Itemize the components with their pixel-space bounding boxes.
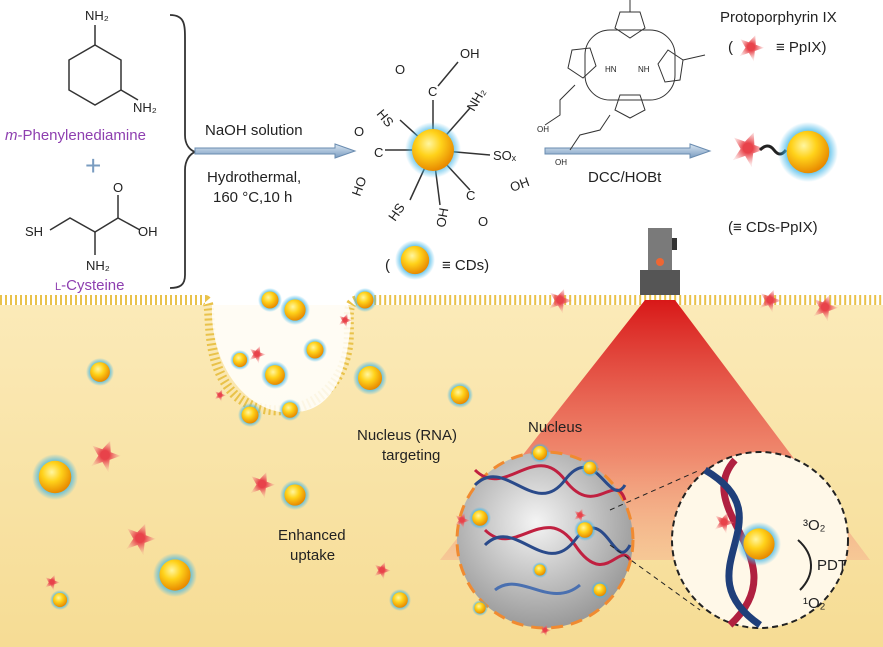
group-label: OH: [433, 207, 451, 229]
group-label: OH: [508, 174, 531, 195]
nh2-label: NH₂: [86, 258, 110, 273]
carbon-dot: [230, 350, 250, 370]
cd-legend-text: ≡ CDs): [442, 257, 489, 274]
conjugate-legend: (≡ CDs-PpIX): [728, 219, 818, 236]
ppix-legend-paren: (: [728, 39, 733, 56]
carbon-dot: [530, 443, 550, 463]
step1-condition: 160 °C,10 h: [213, 189, 292, 206]
carbon-dot: [86, 358, 114, 386]
o-label: O: [113, 180, 123, 195]
pdt-label: PDT: [817, 557, 847, 574]
reaction-arrow-1: [194, 143, 357, 159]
carbon-dot: [238, 403, 262, 427]
ppix-title: Protoporphyrin IX: [720, 9, 837, 26]
reaction-arrow-2: [544, 143, 712, 159]
ppix-structure: [544, 0, 706, 151]
carbon-dot: [412, 129, 454, 171]
carbon-dot: [153, 553, 197, 597]
group-label: OH: [555, 158, 567, 167]
triplet-oxygen-label: ³O₂: [803, 517, 826, 534]
carbon-dot: [353, 288, 377, 312]
group-label: OH: [460, 46, 480, 61]
carbon-dot: [32, 454, 78, 500]
carbon-dot: [353, 361, 387, 395]
carbon-dot: [581, 459, 599, 477]
carbon-dot: [472, 600, 488, 616]
cd-ppix-conjugate-icon: [778, 122, 838, 182]
ppix-legend-icon: [736, 32, 766, 62]
carbon-dot: [279, 399, 301, 421]
group-label: HS: [374, 106, 397, 130]
nucleus-targeting-label: Nucleus (RNA): [357, 427, 457, 444]
carbon-dot: [469, 507, 491, 529]
pdt-arrow: [797, 539, 812, 591]
sh-label: SH: [25, 224, 43, 239]
group-label: O: [354, 124, 364, 139]
group-label: C: [374, 145, 383, 160]
ppix-legend-text: ≡ PpIX): [776, 39, 826, 56]
carbon-dot: [591, 581, 609, 599]
group-label: O: [478, 214, 488, 229]
group-label: C: [466, 188, 475, 203]
group-label: C: [428, 84, 437, 99]
carbon-dot: [280, 480, 310, 510]
enhanced-uptake-label: uptake: [290, 547, 335, 564]
l-cysteine-label: L-Cysteine: [55, 277, 124, 294]
lamp: [640, 228, 680, 295]
oh-label: OH: [138, 224, 158, 239]
group-label: HO: [349, 175, 370, 198]
carbon-dot: [261, 361, 289, 389]
nh2-label: NH₂: [85, 8, 109, 23]
step1-condition: NaOH solution: [205, 122, 303, 139]
carbon-dot: [280, 295, 310, 325]
l-cysteine-structure: [49, 195, 141, 255]
carbon-dot: [50, 590, 70, 610]
endocytic-vesicle: [211, 305, 351, 413]
group-label: HN: [605, 65, 617, 74]
nh2-label: NH₂: [133, 100, 157, 115]
carbon-dot: [532, 562, 548, 578]
cd-legend-icon: [395, 240, 435, 280]
carbon-dot: [574, 519, 596, 541]
brace: [169, 14, 198, 289]
nucleus-label: Nucleus: [528, 419, 582, 436]
carbon-dot: [303, 338, 327, 362]
plus-sign: +: [85, 150, 101, 181]
group-label: OH: [537, 125, 549, 134]
group-label: O: [395, 62, 405, 77]
enhanced-uptake-label: Enhanced: [278, 527, 346, 544]
cd-ppix-on-dna: [737, 522, 781, 566]
group-label: HS: [385, 200, 408, 224]
carbon-dot: [258, 288, 282, 312]
singlet-oxygen-label: ¹O₂: [803, 595, 826, 612]
m-phenylenediamine-structure: [68, 25, 139, 106]
group-label: SOₓ: [493, 148, 517, 163]
carbon-dot: [447, 382, 473, 408]
m-phenylenediamine-label: m-Phenylenediamine: [5, 127, 146, 144]
rna-strands: [473, 464, 632, 596]
group-label: NH₂: [464, 85, 489, 113]
cell: [0, 228, 883, 647]
step2-condition: DCC/HOBt: [588, 169, 662, 186]
cd-legend-paren: (: [385, 257, 390, 274]
nucleus-targeting-label: targeting: [382, 447, 440, 464]
step1-condition: Hydrothermal,: [207, 169, 301, 186]
carbon-dot: [389, 589, 411, 611]
group-label: NH: [638, 65, 650, 74]
